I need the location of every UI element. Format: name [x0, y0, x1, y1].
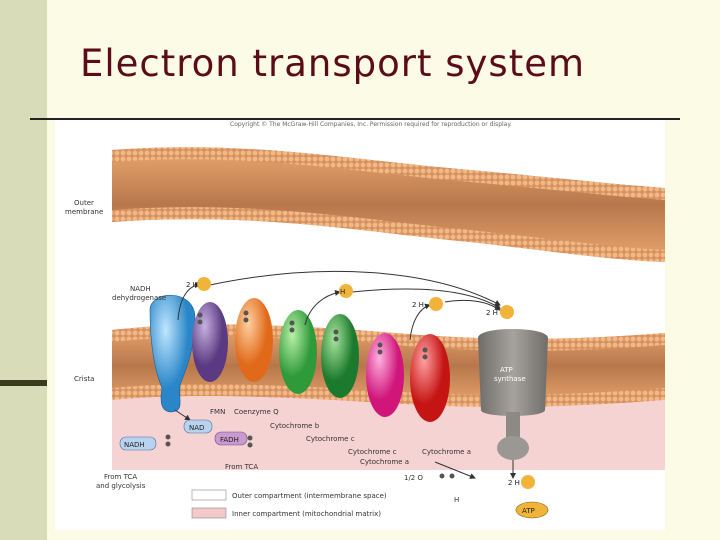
from-tca-fad-label: From TCA [225, 463, 258, 471]
fadh2-label: FADH [220, 436, 239, 444]
proton-arrows [174, 270, 516, 479]
atp-synthase: ATP synthase [478, 329, 548, 460]
cytochrome-c-complex [366, 333, 404, 417]
coenzyme-q-label: Coenzyme Q [234, 408, 279, 416]
nadh-dehydrogenase-complex [149, 294, 196, 413]
nadh-dehydrogenase-label-1: NADH [130, 285, 151, 293]
from-tca-label-1: From TCA [104, 473, 137, 481]
atp-label: ATP [522, 507, 535, 515]
outer-membrane-label-1: Outer [74, 199, 94, 207]
h2o-label: H [454, 496, 459, 504]
nadh-dehydrogenase-label-2: dehydrogenase [112, 294, 166, 302]
outer-membrane [112, 147, 665, 262]
legend-inner-text: Inner compartment (mitochondrial matrix) [232, 510, 381, 518]
title-rule [30, 118, 680, 120]
legend: Outer compartment (intermembrane space) … [191, 489, 387, 519]
nadh2-label: NADH [124, 441, 145, 449]
atp-synthase-label-2: synthase [494, 375, 526, 383]
crista-label: Crista [74, 375, 94, 383]
legend-outer-text: Outer compartment (intermembrane space) [232, 492, 387, 500]
legend-swatch-outer [191, 489, 227, 501]
h-label-2: H [340, 288, 345, 296]
outer-membrane-label-2: membrane [65, 208, 103, 216]
h-label-5: 2 H [508, 479, 520, 487]
half-o2-label: 1/2 O [404, 474, 423, 482]
cytochrome-a3-label: Cytochrome a [422, 448, 471, 456]
h-label-4: 2 H [486, 309, 498, 317]
h-label-1: 2 H [186, 281, 198, 289]
cytochrome-b-label: Cytochrome b [270, 422, 320, 430]
slide-accent-bar [0, 0, 47, 540]
proton-badges: 2 H H 2 H 2 H 2 H [186, 277, 535, 489]
fmn-complex [192, 302, 228, 382]
slide-title: Electron transport system [80, 42, 586, 85]
fmn-label: FMN [210, 408, 225, 416]
atp-synthase-label-1: ATP [500, 366, 513, 374]
cytochrome-c-label: Cytochrome c [348, 448, 397, 456]
coenzyme-q-complex [235, 298, 273, 382]
h-label-3: 2 H [412, 301, 424, 309]
cytochrome-c1-label: Cytochrome c [306, 435, 355, 443]
slide-accent-line [0, 380, 47, 386]
legend-swatch-inner [191, 507, 227, 519]
from-tca-label-2: and glycolysis [96, 482, 146, 490]
cytochrome-a-label: Cytochrome a [360, 458, 409, 466]
copyright-notice: Copyright © The McGraw-Hill Companies, I… [230, 121, 512, 128]
electron-dots [165, 310, 455, 479]
cytochrome-b-complex [279, 310, 317, 394]
cytochrome-c1-complex [321, 314, 359, 398]
cytochrome-a-complex [410, 334, 450, 422]
nad-label: NAD [189, 424, 204, 432]
